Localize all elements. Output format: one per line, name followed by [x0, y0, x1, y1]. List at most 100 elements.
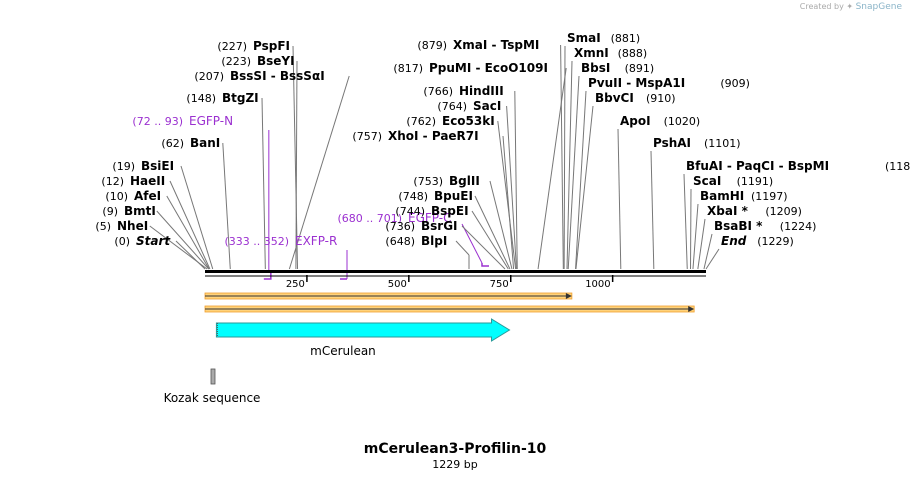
feature-arrow[interactable]: [216, 319, 509, 341]
kozak-box[interactable]: [211, 369, 215, 384]
site-label[interactable]: (757)XhoI - PaeR7I: [352, 129, 478, 143]
site-position: (748): [398, 190, 428, 203]
site-name: PshAI: [653, 136, 691, 150]
site-position: (12): [101, 175, 124, 188]
site-position: (1209): [765, 205, 802, 218]
site-label[interactable]: (12)HaeII: [101, 174, 165, 188]
site-label[interactable]: (648)BlpI: [385, 234, 447, 248]
site-label[interactable]: (333 .. 352) EXFP-R: [224, 234, 337, 248]
leader-line: [475, 196, 510, 269]
site-position: (62): [161, 137, 184, 150]
site-position: (753): [413, 175, 443, 188]
site-label[interactable]: ScaI(1191): [693, 174, 773, 188]
site-label[interactable]: BbvCI(910): [595, 91, 676, 105]
site-position: (1224): [780, 220, 817, 233]
site-label[interactable]: (9)BmtI: [102, 204, 155, 218]
site-name: SacI: [473, 99, 501, 113]
site-name: End: [721, 234, 747, 248]
site-name: PvuII - MspA1I: [588, 76, 685, 90]
site-position: (1229): [757, 235, 794, 248]
site-position: (223): [221, 55, 251, 68]
site-label[interactable]: (223)BseYI: [221, 54, 294, 68]
site-label[interactable]: BsaBI *(1224): [714, 219, 816, 233]
site-name: Eco53kI: [442, 114, 495, 128]
site-name: BfuAI - PaqCI - BspMI: [686, 159, 829, 173]
site-name: Start: [136, 234, 171, 248]
site-label[interactable]: XmnI(888): [574, 46, 647, 60]
site-label[interactable]: (72 .. 93)EGFP-N: [132, 114, 233, 128]
leader-line: [704, 234, 712, 269]
site-label[interactable]: ApoI(1020): [620, 114, 700, 128]
primer-mark: [482, 263, 489, 266]
site-name: EXFP-R: [295, 234, 337, 248]
site-name: ApoI: [620, 114, 651, 128]
site-position: (881): [611, 32, 641, 45]
site-label[interactable]: (762) Eco53kI: [406, 114, 494, 128]
feature-label: mCerulean: [310, 344, 376, 358]
leader-line: [698, 219, 705, 269]
site-position: (764): [437, 100, 467, 113]
leader-line: [472, 211, 508, 269]
axis-bar: [205, 270, 706, 273]
site-label[interactable]: (764) SacI: [437, 99, 501, 113]
site-label[interactable]: (744)BspEI: [395, 204, 468, 218]
snapgene-icon: ✦: [846, 2, 853, 11]
leader-line: [561, 45, 564, 269]
site-label[interactable]: (19)BsiEI: [112, 159, 174, 173]
site-label[interactable]: (736)BsrGI: [385, 219, 457, 233]
axis-tick-label: 750: [490, 279, 509, 290]
site-label[interactable]: (753)BglII: [413, 174, 479, 188]
site-position: (879): [417, 39, 447, 52]
site-label[interactable]: BfuAI - PaqCI - BspMI (1183): [686, 159, 910, 173]
site-label[interactable]: BamHI(1197): [700, 189, 788, 203]
site-label[interactable]: PshAI(1101): [653, 136, 741, 150]
site-name: HindIII: [459, 84, 504, 98]
site-label[interactable]: (10) AfeI: [105, 189, 161, 203]
site-label[interactable]: End (1229): [721, 234, 794, 248]
axis-tick-label: 500: [388, 279, 407, 290]
axis-tick-label: 250: [286, 279, 305, 290]
site-position: (909): [720, 77, 750, 90]
map-length: 1229 bp: [432, 458, 477, 471]
site-label[interactable]: XbaI *(1209): [707, 204, 802, 218]
leader-line: [693, 204, 698, 269]
site-label[interactable]: (766)HindIII: [423, 84, 503, 98]
site-label[interactable]: (817)PpuMI - EcoO109I: [393, 61, 548, 75]
site-name: AfeI: [134, 189, 161, 203]
site-label[interactable]: BbsI(891): [581, 61, 654, 75]
site-position: (333 .. 352): [224, 235, 289, 248]
site-label[interactable]: (0)Start: [114, 234, 171, 248]
site-label[interactable]: (227)PspFI: [217, 39, 290, 53]
leader-line: [462, 226, 505, 269]
site-name: BsrGI: [421, 219, 458, 233]
site-label[interactable]: (748)BpuEI: [398, 189, 473, 203]
site-name: BssSI - BssSαI: [230, 69, 325, 83]
leader-line: [456, 241, 469, 255]
site-position: (757): [352, 130, 382, 143]
site-name: XmaI - TspMI: [453, 38, 539, 52]
leader-line: [651, 151, 654, 269]
site-position: (891): [625, 62, 655, 75]
site-label[interactable]: (879) XmaI - TspMI: [417, 38, 539, 52]
site-position: (762): [406, 115, 436, 128]
site-name: BmtI: [124, 204, 156, 218]
site-label[interactable]: (207) BssSI - BssSαI: [194, 69, 324, 83]
site-name: XmnI: [574, 46, 609, 60]
site-label[interactable]: SmaI(881): [567, 31, 640, 45]
site-position: (19): [112, 160, 135, 173]
site-position: (207): [194, 70, 224, 83]
site-label[interactable]: (148)BtgZI: [186, 91, 258, 105]
watermark: Created by ✦ SnapGene: [800, 2, 902, 12]
site-name: BanI: [190, 136, 220, 150]
site-label[interactable]: (62) BanI: [161, 136, 220, 150]
site-position: (10): [105, 190, 128, 203]
site-position: (1183): [885, 160, 910, 173]
leader-line: [684, 174, 687, 269]
site-name: BlpI: [421, 234, 447, 248]
site-label[interactable]: (5)NheI: [95, 219, 148, 233]
leader-line: [490, 181, 512, 269]
site-label[interactable]: PvuII - MspA1I (909): [588, 76, 750, 90]
site-position: (5): [95, 220, 111, 233]
